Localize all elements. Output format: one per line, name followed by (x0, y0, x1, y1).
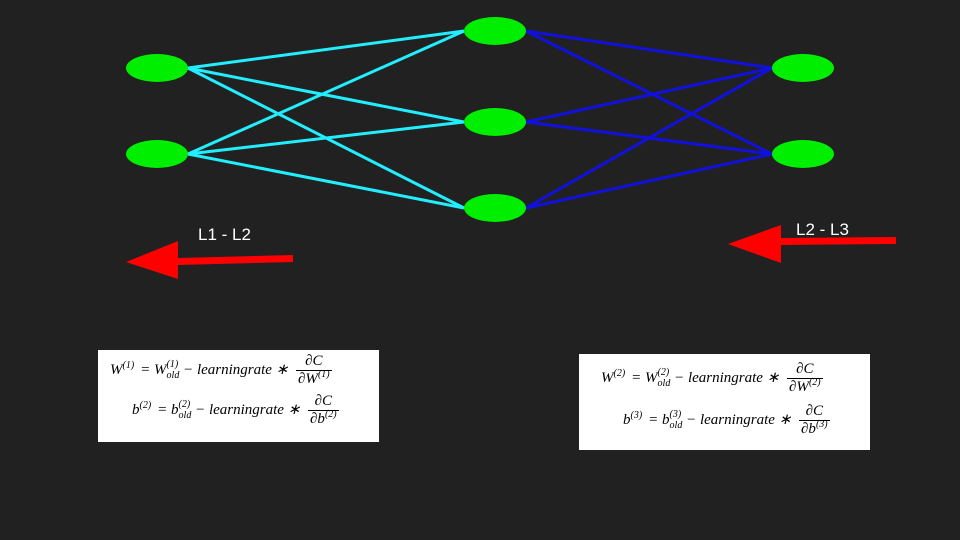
middle-text: − learningrate ∗ (670, 369, 784, 386)
middle-text: − learningrate ∗ (179, 361, 293, 378)
fraction: ∂C ∂b(3) (799, 404, 830, 437)
lhs-var: b (132, 402, 140, 418)
old-sub: old (166, 369, 180, 381)
formula-bias-update-l2: b(2) = b(2)old − learningrate ∗ ∂C∂b(2) (132, 393, 339, 427)
old-sup: (3) (669, 409, 682, 421)
edge-l2n1-l3n1 (525, 29, 773, 70)
lhs-var: b (623, 412, 631, 428)
neuron-l1-2 (126, 140, 188, 168)
fraction-numerator: ∂C (796, 361, 814, 377)
lhs-sup: (2) (613, 368, 626, 379)
lhs-sup: (1) (122, 360, 135, 371)
formula-box-right: W(2) = W(2)old − learningrate ∗ ∂C∂W(2) … (579, 354, 870, 450)
fraction-denominator: ∂b (801, 421, 816, 437)
edge-l1n2-l2n1 (187, 29, 465, 156)
neuron-l1-1 (126, 54, 188, 82)
fraction-denominator: ∂b (310, 411, 325, 427)
fraction: ∂C ∂W(2) (787, 362, 823, 395)
fraction-numerator: ∂C (805, 403, 824, 419)
label-l1-l2: L1 - L2 (198, 225, 251, 244)
label-l2-l3: L2 - L3 (796, 220, 849, 239)
old-var: b (171, 401, 179, 418)
fraction-denominator: ∂W (298, 371, 318, 387)
right-arrow (728, 225, 896, 263)
formula-bias-update-l3: b(3) = b(3)old − learningrate ∗ ∂C∂b(3) (623, 403, 830, 437)
edges-l1-l2 (187, 29, 465, 210)
lhs-sup: (2) (139, 400, 152, 411)
neuron-l2-2 (464, 108, 526, 136)
den-sup: (2) (808, 377, 821, 388)
edge-l1n1-l2n1 (187, 29, 465, 70)
den-sup: (3) (815, 419, 828, 430)
fraction-numerator: ∂C (314, 393, 333, 409)
middle-text: − learningrate ∗ (191, 401, 305, 418)
edge-l2n3-l3n1 (525, 66, 773, 210)
old-var: W (645, 369, 658, 386)
lhs-var: W (110, 362, 123, 378)
fraction-numerator: ∂C (305, 353, 323, 369)
old-var: b (662, 411, 670, 428)
fraction: ∂C ∂W(1) (296, 354, 332, 387)
den-sup: (1) (317, 369, 330, 380)
edge-l1n2-l2n2 (187, 120, 465, 156)
neuron-l2-1 (464, 17, 526, 45)
edges-l2-l3 (525, 29, 773, 210)
formula-box-left: W(1) = W(1)old − learningrate ∗ ∂C∂W(1) … (98, 350, 379, 442)
neuron-l2-3 (464, 194, 526, 222)
edge-l1n2-l2n3 (187, 152, 465, 210)
middle-text: − learningrate ∗ (682, 411, 796, 428)
old-sup: (1) (166, 359, 179, 371)
old-sup: (2) (657, 367, 670, 379)
old-sub: old (178, 409, 192, 421)
formula-weight-update-l2: W(2) = W(2)old − learningrate ∗ ∂C∂W(2) (601, 361, 823, 395)
den-sup: (2) (324, 409, 337, 420)
old-var: W (154, 361, 167, 378)
edge-l2n3-l3n2 (525, 152, 773, 210)
lhs-var: W (601, 370, 614, 386)
lhs-sup: (3) (630, 410, 643, 421)
old-sup: (2) (178, 399, 191, 411)
formula-weight-update-l1: W(1) = W(1)old − learningrate ∗ ∂C∂W(1) (110, 353, 332, 387)
fraction: ∂C ∂b(2) (308, 394, 339, 427)
neurons (126, 17, 834, 222)
neuron-l3-1 (772, 54, 834, 82)
edge-l2n1-l3n2 (525, 29, 773, 156)
edge-l2n2-l3n1 (525, 66, 773, 124)
old-sub: old (657, 377, 671, 389)
fraction-denominator: ∂W (789, 379, 809, 395)
neuron-l3-2 (772, 140, 834, 168)
old-sub: old (669, 419, 683, 431)
edge-l1n1-l2n2 (187, 66, 465, 124)
left-arrow (126, 241, 293, 279)
